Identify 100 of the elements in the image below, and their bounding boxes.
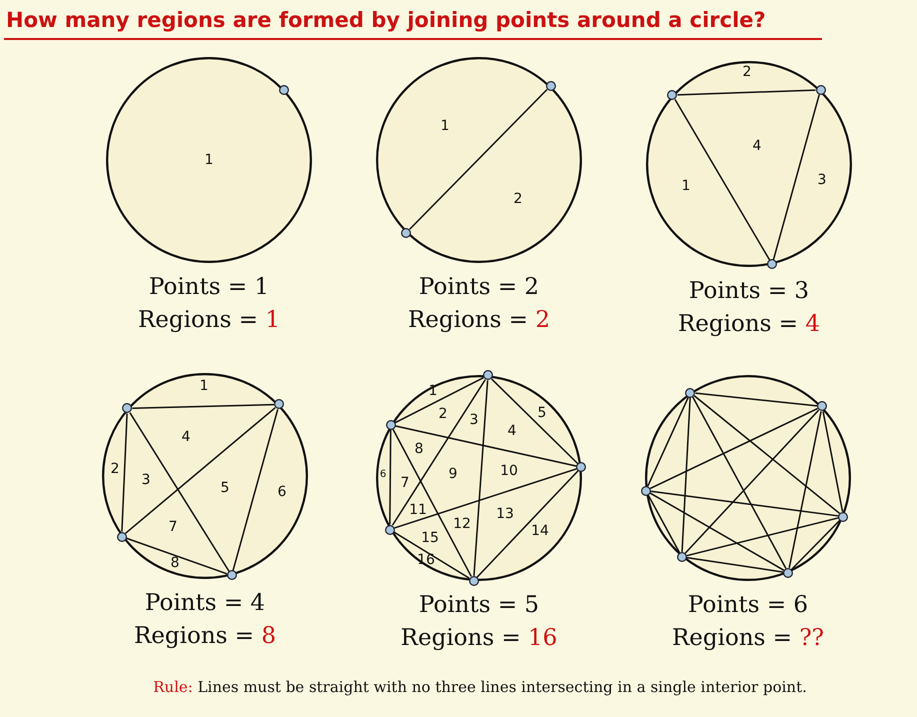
region-number: 10: [500, 464, 518, 478]
chord-line: [686, 517, 839, 556]
region-number: 5: [220, 481, 230, 495]
point-dot: [676, 552, 687, 562]
region-number: 4: [182, 430, 190, 444]
chord-line: [695, 392, 818, 407]
chord-line: [648, 494, 680, 553]
circle: [102, 373, 308, 579]
chord-line: [647, 396, 690, 486]
chord-line: [788, 411, 822, 568]
circle: [376, 57, 582, 263]
chord-line: [394, 531, 470, 579]
point-dot: [838, 512, 848, 522]
chord-line: [232, 409, 278, 571]
chord-line: [692, 396, 787, 569]
chord-line: [132, 404, 274, 410]
region-number: 3: [470, 413, 478, 427]
chord-line: [772, 94, 820, 260]
chord-line: [681, 398, 691, 552]
point-dot: [279, 84, 290, 95]
chord-line: [392, 379, 486, 526]
point-dot: [386, 420, 396, 430]
chord-line: [677, 89, 816, 96]
point-dot: [685, 388, 696, 398]
points-count: Points = 5: [418, 593, 540, 618]
region-number: 7: [168, 520, 178, 534]
chord-line: [394, 468, 577, 529]
circle: [106, 57, 312, 263]
chord-line: [392, 429, 472, 577]
region-number: 2: [742, 65, 752, 79]
chord-line: [650, 408, 818, 490]
chord-line: [694, 395, 840, 514]
point-dot: [122, 403, 132, 414]
regions-count: Regions = 2: [408, 308, 550, 334]
point-dot: [274, 399, 284, 410]
rule-note: Rule: Lines must be straight with no three lines intersecting in a single interior point.: [153, 678, 807, 696]
region-number: 11: [409, 503, 427, 517]
point-dot: [640, 486, 651, 496]
chord-line: [473, 380, 488, 576]
region-number: 2: [438, 407, 448, 421]
points-count: Points = 6: [688, 593, 808, 618]
chord-line: [684, 410, 820, 554]
region-number: 2: [514, 192, 522, 206]
chord-line: [650, 492, 784, 571]
chord-line: [395, 425, 577, 467]
title: How many regions are formed by joining points around a circle?: [6, 8, 766, 32]
region-number: 8: [170, 556, 180, 570]
chord-line: [491, 378, 578, 464]
points-count: Points = 4: [144, 591, 266, 616]
region-number: 3: [818, 173, 826, 187]
region-number: 7: [400, 476, 410, 490]
regions-count: Regions = 1: [138, 308, 280, 334]
region-number: 5: [538, 406, 546, 420]
chord-line: [476, 470, 579, 578]
chord-line: [121, 413, 128, 532]
point-dot: [576, 462, 586, 472]
region-number: 6: [380, 470, 386, 480]
regions-count: Regions = 4: [678, 312, 820, 338]
region-number: 15: [421, 531, 439, 545]
points-count: Points = 3: [688, 279, 810, 304]
chord-line: [650, 490, 839, 517]
region-number: 4: [752, 139, 762, 153]
region-number: 12: [453, 517, 471, 531]
regions-count: Regions = ??: [672, 626, 824, 652]
chord-line: [126, 538, 228, 575]
point-dot: [401, 228, 412, 238]
point-dot: [816, 84, 826, 95]
point-dot: [226, 570, 237, 580]
region-number: 14: [531, 524, 549, 538]
points-count: Points = 1: [148, 275, 270, 300]
chord-line: [394, 377, 484, 424]
point-dot: [482, 370, 493, 380]
point-dot: [667, 90, 678, 100]
region-number: 2: [110, 462, 120, 476]
region-number: 8: [414, 442, 424, 456]
region-number: 9: [448, 467, 458, 481]
point-dot: [546, 80, 556, 91]
chord-line: [686, 556, 784, 573]
region-number: 6: [278, 485, 286, 499]
chord-line: [389, 430, 392, 524]
region-number: 1: [440, 119, 450, 133]
circle: [646, 61, 852, 267]
points-count: Points = 2: [418, 275, 540, 300]
point-dot: [116, 532, 127, 542]
chord-line: [822, 411, 844, 512]
region-number: 4: [508, 424, 516, 438]
chord-line: [129, 412, 230, 572]
region-number: 1: [204, 153, 214, 167]
chord-line: [409, 88, 548, 230]
region-number: 13: [496, 507, 514, 521]
chord-line: [674, 99, 770, 260]
point-dot: [767, 259, 778, 270]
region-number: 1: [200, 379, 208, 393]
point-dot: [817, 401, 828, 412]
chord-line: [791, 520, 841, 570]
region-number: 1: [682, 179, 690, 193]
regions-count: Regions = 16: [400, 626, 558, 652]
point-dot: [384, 524, 395, 534]
chord-line: [125, 407, 276, 534]
regions-count: Regions = 8: [134, 624, 276, 650]
